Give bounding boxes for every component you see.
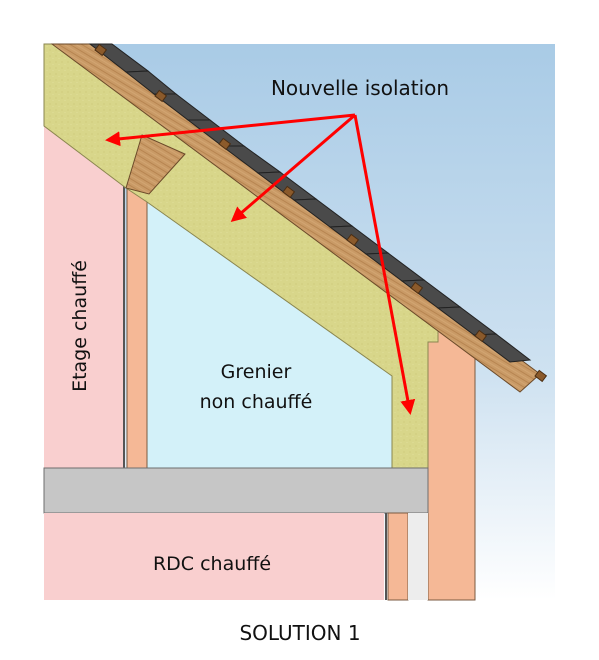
callout-label: Nouvelle isolation xyxy=(271,76,449,100)
solution-caption: SOLUTION 1 xyxy=(239,621,360,645)
attic-label-line1: Grenier xyxy=(221,361,292,383)
callout-arrows xyxy=(105,113,416,415)
arrow-to-attic-slope xyxy=(230,113,356,222)
unheated-attic xyxy=(147,202,392,468)
attic-label-line2: non chauffé xyxy=(200,391,313,413)
roof-tiles xyxy=(88,43,532,363)
ground-floor-wall-stud xyxy=(387,512,409,601)
tile-battens xyxy=(94,43,548,383)
arrow-to-knee-block xyxy=(353,114,416,415)
ground-floor-gap xyxy=(408,513,428,600)
upper-floor-label: Etage chauffé xyxy=(69,260,91,392)
arrow-to-upper-slope xyxy=(105,113,356,147)
upper-heated-room xyxy=(44,126,124,468)
floor-slab xyxy=(43,467,429,514)
rafter-joint xyxy=(125,134,186,195)
knee-wall-stud xyxy=(126,187,148,469)
ground-floor-label: RDC chauffé xyxy=(153,553,271,575)
exterior-wall xyxy=(427,319,476,601)
ground-floor-heated-room xyxy=(44,513,384,600)
